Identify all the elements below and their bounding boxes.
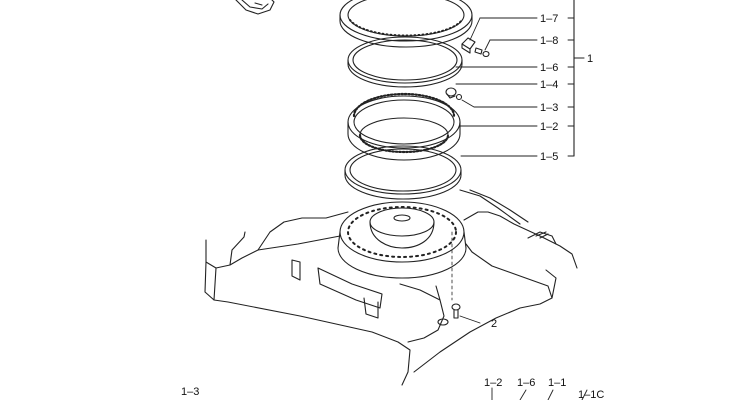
- seal-ring-1-5: [344, 145, 462, 200]
- callout-1-2: 1–2: [540, 121, 558, 133]
- swing-bearing-outer-ring: [339, 0, 473, 48]
- key-plate-1-7: [461, 37, 476, 54]
- bolt-2: [451, 303, 461, 319]
- leader-lines: [455, 17, 588, 401]
- bottom-label-1-2: 1–2: [484, 377, 502, 389]
- callout-1-8: 1–8: [540, 35, 558, 47]
- bottom-label-1-1: 1–1: [548, 377, 566, 389]
- bottom-label-1-6: 1–6: [517, 377, 535, 389]
- seal-ring-1-6: [347, 36, 463, 88]
- ball-1-3: [455, 93, 463, 101]
- callout-bracket-group-1: [573, 0, 585, 157]
- bottom-label-1-1c: 1–1C: [578, 389, 604, 400]
- callout-1-4: 1–4: [540, 79, 558, 91]
- upper-frame-mount: [337, 201, 467, 279]
- callout-1-5: 1–5: [540, 151, 558, 163]
- callout-1-7: 1–7: [540, 13, 558, 25]
- plug-1-4: [445, 87, 457, 99]
- inner-ring-gear-1-2: [347, 92, 461, 161]
- bracket-part-top-left: [235, 0, 275, 15]
- bolt-1-8: [474, 47, 490, 58]
- callout-1: 1: [587, 53, 593, 65]
- callout-1-6: 1–6: [540, 62, 558, 74]
- bottom-label-1-3: 1–3: [181, 386, 199, 398]
- callout-1-3: 1–3: [540, 102, 558, 114]
- lower-frame-body: [204, 189, 578, 386]
- callout-2: 2: [491, 318, 497, 330]
